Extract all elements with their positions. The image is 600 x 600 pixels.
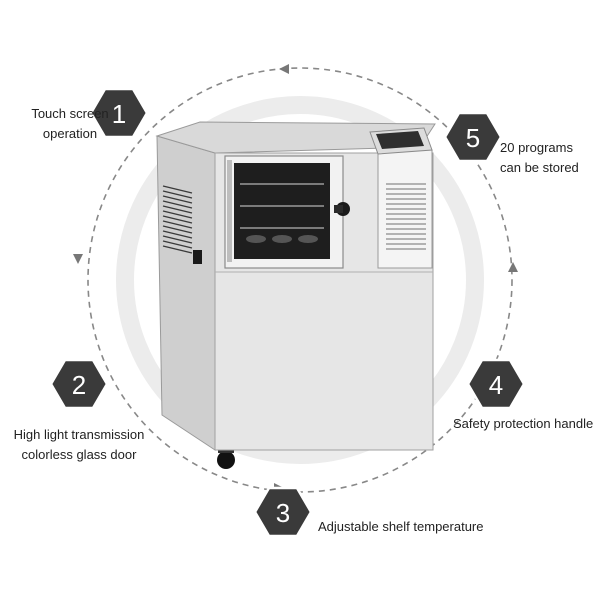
hexagon-icon — [49, 358, 109, 410]
feature-1-line-1: Touch screen — [31, 106, 109, 121]
touch-screen — [376, 131, 424, 149]
hexagon-icon — [89, 87, 149, 139]
feature-5-line-2: can be stored — [500, 160, 579, 175]
hexagon-icon — [466, 358, 526, 410]
feature-2-label: High light transmission colorless glass … — [9, 425, 149, 465]
machine-left-side — [156, 135, 216, 451]
background-ring — [116, 96, 484, 464]
glass-door-window — [234, 163, 330, 259]
feature-2-line-2: colorless glass door — [21, 447, 137, 462]
feature-2-line-1: High light transmission — [13, 427, 145, 442]
feature-3-label: Adjustable shelf temperature — [318, 517, 483, 537]
orbit-arrow-left — [73, 254, 83, 264]
badge-5: 5 — [443, 111, 503, 163]
hexagon-icon — [443, 111, 503, 163]
orbit-arrow-top — [279, 64, 289, 74]
badge-1: 1 — [89, 87, 149, 139]
chamber-shelves — [240, 183, 324, 229]
feature-4-label: Safety protection handle — [453, 414, 593, 434]
freeze-dryer-machine — [155, 121, 436, 469]
feature-3-line-1: Adjustable shelf temperature — [318, 519, 484, 534]
badge-5-number: 5 — [466, 123, 480, 153]
orbit-arrow-right — [508, 262, 518, 272]
side-switch — [193, 250, 202, 264]
door-hinge — [227, 160, 232, 262]
caster-front-left — [217, 451, 235, 469]
left-side-vents — [162, 185, 193, 254]
badge-2: 2 — [49, 358, 109, 410]
feature-1-line-2: operation — [42, 126, 98, 141]
feature-1-label: Touch screen operation — [20, 104, 120, 144]
machine-top-lid — [155, 121, 436, 154]
badge-2-number: 2 — [72, 370, 86, 400]
badge-3: 3 — [253, 486, 313, 538]
feature-4-line-1: Safety protection handle — [453, 416, 594, 431]
door-handle-bar — [334, 205, 343, 213]
badge-3-number: 3 — [276, 498, 290, 528]
control-unit-vents — [386, 183, 426, 250]
feature-5-label: 20 programs can be stored — [500, 138, 579, 178]
sample-trays — [246, 235, 318, 243]
badge-4: 4 — [466, 358, 526, 410]
badge-1-number: 1 — [112, 99, 126, 129]
badge-4-number: 4 — [489, 370, 503, 400]
feature-5-line-1: 20 programs — [500, 140, 573, 155]
hexagon-icon — [253, 486, 313, 538]
